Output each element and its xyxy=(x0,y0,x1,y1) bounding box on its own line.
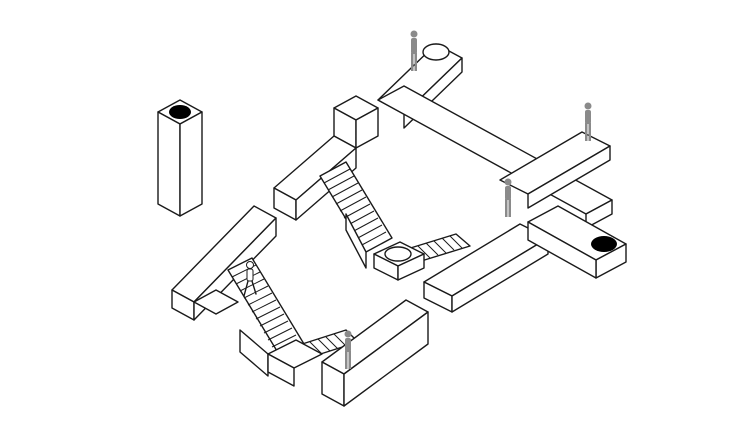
pillar-black-hole xyxy=(169,105,191,119)
upper-cube-block xyxy=(333,95,379,149)
human-figure-right xyxy=(584,102,592,141)
upper-staircase xyxy=(319,161,471,281)
right-black-hole xyxy=(591,236,617,252)
cross-walkway xyxy=(377,43,627,313)
tall-pillar xyxy=(157,99,203,217)
mid-white-circle xyxy=(384,246,412,262)
lower-right-block xyxy=(321,299,429,407)
top-white-circle xyxy=(422,43,450,61)
human-figure-bottom xyxy=(344,330,352,369)
human-figure-top xyxy=(410,30,418,71)
human-figure-stairs-outline xyxy=(243,261,257,297)
human-figure-middle xyxy=(504,178,512,217)
